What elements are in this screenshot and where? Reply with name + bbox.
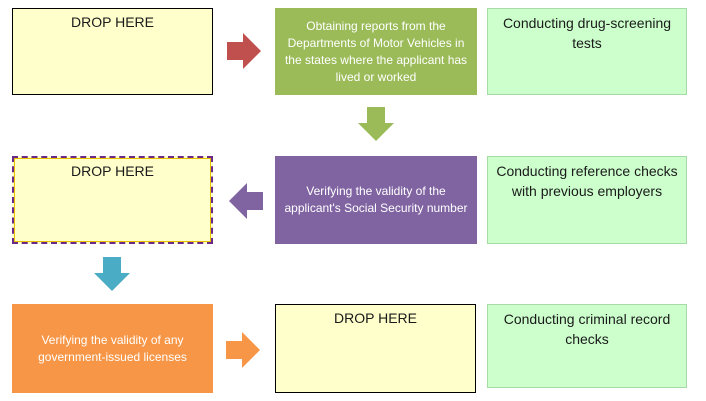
option-criminal-record[interactable]: Conducting criminal record checks <box>487 304 687 388</box>
option-label: Conducting reference checks with previou… <box>496 163 678 199</box>
drop-zone-2[interactable]: DROP HERE <box>12 156 213 244</box>
drop-zone-3[interactable]: DROP HERE <box>275 304 476 393</box>
option-drug-screening[interactable]: Conducting drug-screening tests <box>487 8 687 95</box>
arrow-right-icon <box>227 33 261 69</box>
drop-zone-label: DROP HERE <box>334 310 417 326</box>
option-reference-checks[interactable]: Conducting reference checks with previou… <box>487 156 687 244</box>
drop-zone-label: DROP HERE <box>71 163 154 179</box>
step-label: Verifying the validity of any government… <box>38 332 187 364</box>
option-label: Conducting drug-screening tests <box>502 15 672 51</box>
option-label: Conducting criminal record checks <box>503 311 671 347</box>
arrow-down-icon <box>358 107 394 141</box>
step-label: Obtaining reports from the Departments o… <box>284 18 468 84</box>
drop-zone-label: DROP HERE <box>71 14 154 30</box>
arrow-down-icon <box>94 257 130 291</box>
step-label: Verifying the validity of the applicant'… <box>284 184 468 215</box>
step-ssn-verify: Verifying the validity of the applicant'… <box>275 156 477 244</box>
arrow-right-icon <box>226 332 260 368</box>
drop-zone-1[interactable]: DROP HERE <box>12 8 213 95</box>
arrow-left-icon <box>229 183 263 219</box>
step-dmv-reports: Obtaining reports from the Departments o… <box>275 8 477 95</box>
step-license-verify: Verifying the validity of any government… <box>12 304 213 393</box>
